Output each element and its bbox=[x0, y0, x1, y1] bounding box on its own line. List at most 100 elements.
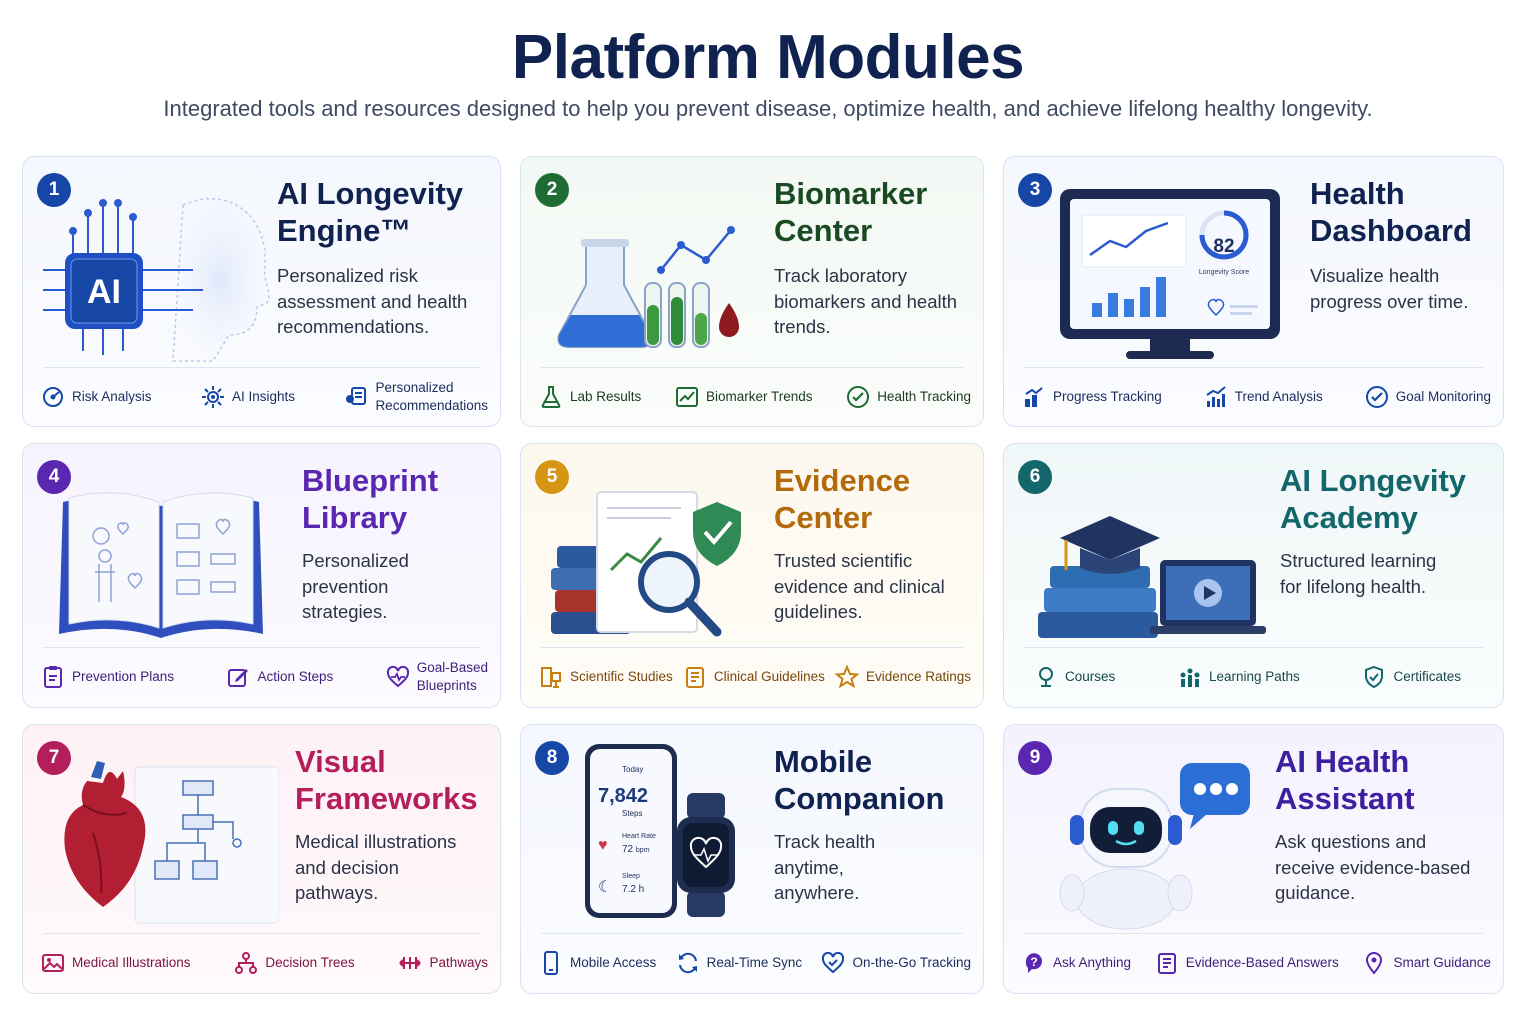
moon-icon: ☾ bbox=[598, 879, 613, 896]
feature-label: Goal-Based Blueprints bbox=[416, 660, 488, 693]
feature-goal-based-blueprints[interactable]: Goal-Based Blueprints bbox=[386, 659, 488, 695]
feature-label: Health Tracking bbox=[877, 389, 971, 404]
module-title: Blueprint Library bbox=[302, 463, 439, 535]
module-number-badge: 2 bbox=[535, 173, 569, 207]
bar-trend-icon bbox=[1206, 386, 1226, 407]
clipboard-icon bbox=[44, 666, 62, 688]
module-card-ai-health-assistant[interactable]: 9 AI Health Assistant Ask questions and … bbox=[1003, 724, 1504, 994]
feature-label: Learning Paths bbox=[1208, 669, 1300, 684]
feature-courses[interactable]: Courses bbox=[1034, 665, 1115, 689]
feature-label: Pathways bbox=[429, 955, 488, 970]
feature-scientific-studies[interactable]: Scientific Studies bbox=[539, 665, 673, 689]
module-number-badge: 7 bbox=[37, 741, 71, 775]
page-title: Platform Modules bbox=[511, 23, 1025, 92]
module-card-evidence-center[interactable]: 5 Evidence Center Trusted scientific evi… bbox=[520, 443, 984, 708]
books-magnifier-icon bbox=[551, 491, 741, 637]
feature-label: Scientific Studies bbox=[570, 669, 673, 684]
feature-label: Prevention Plans bbox=[72, 669, 175, 684]
feature-clinical-guidelines[interactable]: Clinical Guidelines bbox=[683, 665, 825, 689]
feature-evidence-ratings[interactable]: Evidence Ratings bbox=[834, 665, 971, 689]
module-card-biomarker-center[interactable]: 2 Biomarker Center Track laboratory biom… bbox=[520, 156, 984, 427]
feature-progress-tracking[interactable]: Progress Tracking bbox=[1022, 385, 1162, 409]
feature-ask-anything[interactable]: ? Ask Anything bbox=[1022, 951, 1131, 975]
feature-prevention-plans[interactable]: Prevention Plans bbox=[41, 665, 174, 689]
feature-trend-analysis[interactable]: Trend Analysis bbox=[1204, 385, 1323, 409]
module-card-visual-frameworks[interactable]: 7 Visual Frameworks Medical illustration… bbox=[22, 724, 501, 994]
image-icon bbox=[42, 954, 64, 972]
graduation-laptop-icon bbox=[1038, 516, 1266, 638]
module-description: Track laboratory biomarkers and health t… bbox=[774, 265, 958, 337]
feature-label: Goal Monitoring bbox=[1395, 389, 1491, 404]
module-card-ai-longevity-academy[interactable]: 6 AI Longevity Academy Structured learni… bbox=[1003, 443, 1504, 708]
feature-health-tracking[interactable]: Health Tracking bbox=[846, 385, 971, 409]
feature-label: Evidence-Based Answers bbox=[1185, 955, 1339, 970]
feature-evidence-based-answers[interactable]: Evidence-Based Answers bbox=[1155, 951, 1339, 975]
phone-day-label: Today bbox=[622, 765, 644, 774]
divider bbox=[43, 933, 480, 934]
feature-list: Courses Learning Paths Certificates bbox=[1022, 659, 1491, 695]
phone-heart-rate-label: Heart Rate bbox=[622, 833, 656, 840]
feature-list: Mobile Access Real-Time Sync On-the-Go T… bbox=[539, 945, 971, 981]
feature-pathways[interactable]: Pathways bbox=[398, 951, 488, 975]
feature-biomarker-trends[interactable]: Biomarker Trends bbox=[675, 385, 813, 409]
phone-heart-rate-value: 72 bbox=[622, 844, 634, 855]
module-title: Biomarker Center bbox=[774, 176, 928, 248]
learners-icon bbox=[1180, 668, 1200, 687]
svg-text:AI: AI bbox=[87, 273, 121, 311]
phone-steps-value: 7,842 bbox=[598, 785, 649, 807]
feature-list: Scientific Studies Clinical Guidelines E… bbox=[539, 659, 971, 695]
longevity-score-value: 82 bbox=[1213, 236, 1235, 257]
module-description: Track health anytime, anywhere. bbox=[774, 831, 876, 903]
notes-icon bbox=[1157, 953, 1176, 974]
feature-goal-monitoring[interactable]: Goal Monitoring bbox=[1365, 385, 1491, 409]
lab-flask-icon bbox=[557, 226, 739, 348]
divider bbox=[43, 367, 480, 368]
module-title: AI Longevity Engine™ bbox=[277, 176, 464, 248]
course-pin-icon bbox=[1039, 667, 1053, 687]
feature-smart-guidance[interactable]: Smart Guidance bbox=[1362, 951, 1491, 975]
feature-real-time-sync[interactable]: Real-Time Sync bbox=[676, 951, 802, 975]
feature-label: Medical Illustrations bbox=[72, 955, 191, 970]
phone-heart-rate: 72 bpm bbox=[622, 844, 650, 855]
question-icon: ? bbox=[1025, 953, 1042, 973]
feature-ai-insights[interactable]: AI Insights bbox=[201, 385, 295, 409]
feature-lab-results[interactable]: Lab Results bbox=[539, 385, 641, 409]
feature-label: Decision Trees bbox=[265, 955, 355, 970]
module-number-badge: 1 bbox=[37, 173, 71, 207]
feature-label: Certificates bbox=[1393, 669, 1461, 684]
feature-learning-paths[interactable]: Learning Paths bbox=[1178, 665, 1300, 689]
tree-icon bbox=[235, 952, 258, 974]
ai-chip-head-icon: AI bbox=[43, 198, 270, 362]
feature-list: Medical Illustrations Decision Trees Pat… bbox=[41, 945, 488, 981]
feature-on-the-go-tracking[interactable]: On-the-Go Tracking bbox=[821, 951, 971, 975]
feature-list: Progress Tracking Trend Analysis Goal Mo… bbox=[1022, 379, 1491, 415]
edit-icon bbox=[228, 669, 249, 687]
feature-certificates[interactable]: Certificates bbox=[1362, 665, 1461, 689]
feature-personalized-recommendations[interactable]: Personalized Recommendations bbox=[344, 379, 488, 415]
goal-check-icon bbox=[1365, 386, 1388, 408]
feature-risk-analysis[interactable]: Risk Analysis bbox=[41, 385, 152, 409]
feature-label: AI Insights bbox=[231, 389, 295, 404]
module-number-badge: 5 bbox=[535, 460, 569, 494]
module-title: AI Longevity Academy bbox=[1280, 463, 1467, 535]
module-number-badge: 4 bbox=[37, 460, 71, 494]
divider bbox=[1024, 933, 1483, 934]
feature-label: Evidence Ratings bbox=[865, 669, 971, 684]
phone-icon bbox=[544, 951, 558, 975]
module-card-health-dashboard[interactable]: 82 Longevity Score 3 Health Dashboard Vi… bbox=[1003, 156, 1504, 427]
module-description: Personalized risk assessment and health … bbox=[277, 265, 468, 337]
module-number-badge: 6 bbox=[1018, 460, 1052, 494]
feature-label: Action Steps bbox=[257, 669, 334, 684]
feature-decision-trees[interactable]: Decision Trees bbox=[234, 951, 355, 975]
module-title: Evidence Center bbox=[774, 463, 911, 535]
module-title: Visual Frameworks bbox=[295, 744, 478, 816]
phone-mockup: Today 7,842 Steps ♥ Heart Rate 72 bpm ☾ … bbox=[585, 744, 677, 918]
feature-action-steps[interactable]: Action Steps bbox=[226, 665, 333, 689]
module-card-blueprint-library[interactable]: 4 Blueprint Library Personalized prevent… bbox=[22, 443, 501, 708]
feature-mobile-access[interactable]: Mobile Access bbox=[539, 951, 656, 975]
feature-medical-illustrations[interactable]: Medical Illustrations bbox=[41, 951, 191, 975]
module-description: Structured learning for lifelong health. bbox=[1280, 550, 1437, 597]
module-card-mobile-companion[interactable]: Today 7,842 Steps ♥ Heart Rate 72 bpm ☾ … bbox=[520, 724, 984, 994]
module-card-ai-longevity-engine[interactable]: AI 1 AI Longevity Engine™ Personalized r… bbox=[22, 156, 501, 427]
progress-icon bbox=[1025, 387, 1043, 407]
